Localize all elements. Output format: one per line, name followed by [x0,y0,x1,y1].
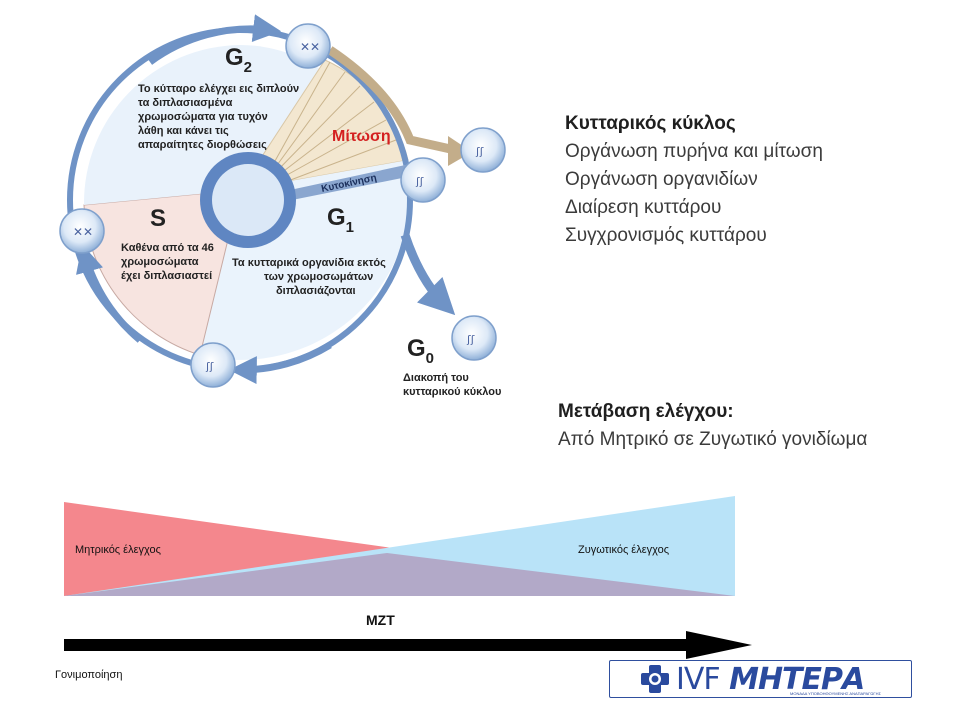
zygotic-triangle [64,496,735,596]
g2-label: G2 [225,44,252,76]
g2-desc: Το κύτταρο ελέγχει εις διπλούν τα διπλασ… [138,83,299,151]
timeline-arrow-head [686,631,752,659]
ring-arrow-bottom [228,342,332,385]
control-desc: Από Μητρικό σε Ζυγωτικό γονιδίωμα [558,429,868,450]
mzt-label: MZT [366,612,395,628]
g1-label: G1 [327,204,354,236]
svg-text:Καθένα από τα 46: Καθένα από τα 46 [121,242,214,254]
zygotic-control-label: Ζυγωτικός έλεγχος [578,544,669,556]
svg-text:ʃʃ: ʃʃ [466,333,475,346]
logo-text: IVF ΜΗΤΕΡΑ [676,662,865,697]
svg-text:ʃʃ: ʃʃ [415,175,424,188]
svg-text:Διακοπή του: Διακοπή του [403,372,469,384]
g0-label: G0 [407,335,434,367]
cell-g0: ʃʃ [451,315,497,361]
info-item: Οργάνωση οργανιδίων [565,169,758,190]
cell-right-mid: ʃʃ [400,157,446,203]
cell-cycle-info: Κυτταρικός κύκλος Οργάνωση πυρήνα και μί… [565,110,823,250]
center-cell-inner [212,164,284,236]
g0-arrow [400,233,456,316]
ring-arrow-top [147,14,282,65]
svg-text:απαραίτητες διορθώσεις: απαραίτητες διορθώσεις [138,139,267,151]
s-desc: Καθένα από τα 46 χρωμοσώματα έχει διπλασ… [121,242,214,282]
g2-left-sector [83,45,241,205]
info-item: Οργάνωση πυρήνα και μίτωση [565,141,823,162]
cell-cycle-diagram: ✕✕ ʃʃ ʃʃ ✕✕ ʃʃ ʃʃ G2 Το κύτταρο ελέγχει … [59,14,506,398]
mitosis-label: Μίτωση [332,128,391,145]
svg-text:✕✕: ✕✕ [300,40,320,54]
fertilization-label: Γονιμοποίηση [55,669,122,681]
control-title: Μετάβαση ελέγχου: [558,401,734,422]
overlap-region [64,553,735,596]
cytokinesis-band [290,164,412,200]
maternal-control-label: Μητρικός έλεγχος [75,544,161,556]
cell-cycle-title: Κυτταρικός κύκλος [565,113,736,134]
ivf-mitera-logo: IVF ΜΗΤΕΡΑ ΜΟΝΑΔΑ ΥΠΟΒΟΗΘΟΥΜΕΝΗΣ ΑΝΑΠΑΡΑ… [609,660,912,698]
cell-right-upper: ʃʃ [460,127,506,173]
svg-text:έχει διπλασιαστεί: έχει διπλασιαστεί [121,270,212,282]
svg-text:✕✕: ✕✕ [73,225,93,239]
g1-desc: Τα κυτταρικά οργανίδια εκτός των χρωμοσω… [232,257,386,297]
cell-left: ✕✕ [59,208,105,254]
ring-arrow-left [76,244,143,343]
timeline-arrow-shaft [64,639,694,651]
svg-text:διπλασιάζονται: διπλασιάζονται [276,285,356,297]
svg-text:ʃʃ: ʃʃ [205,360,214,373]
cell-bottom: ʃʃ [190,342,236,388]
s-label: S [150,205,166,232]
svg-text:τα διπλασιασμένα: τα διπλασιασμένα [138,97,233,109]
mitosis-arrow-head [448,136,472,166]
cell-top: ✕✕ [285,23,331,69]
svg-text:ʃʃ: ʃʃ [475,145,484,158]
svg-text:χρωμοσώματα: χρωμοσώματα [121,256,199,268]
medical-cross-icon [641,665,669,693]
svg-text:κυτταρικού κύκλου: κυτταρικού κύκλου [403,386,501,398]
info-item: Διαίρεση κυττάρου [565,197,722,218]
svg-text:χρωμοσώματα για τυχόν: χρωμοσώματα για τυχόν [138,111,268,123]
svg-text:λάθη και κάνει τις: λάθη και κάνει τις [138,125,229,137]
mitosis-arrow [327,46,456,155]
svg-text:Τα κυτταρικά οργανίδια εκτός: Τα κυτταρικά οργανίδια εκτός [232,257,386,269]
svg-text:των χρωμοσωμάτων: των χρωμοσωμάτων [264,271,373,283]
g0-desc: Διακοπή του κυτταρικού κύκλου [403,372,501,398]
svg-text:Το κύτταρο ελέγχει εις διπλούν: Το κύτταρο ελέγχει εις διπλούν [138,83,299,95]
mzt-diagram: Μητρικός έλεγχος Ζυγωτικός έλεγχος MZT Γ… [55,496,752,681]
logo-tagline: ΜΟΝΑΔΑ ΥΠΟΒΟΗΘΟΥΜΕΝΗΣ ΑΝΑΠΑΡΑΓΩΓΗΣ [790,691,881,696]
control-transition-info: Μετάβαση ελέγχου: Από Μητρικό σε Ζυγωτικ… [558,398,867,454]
info-item: Συγχρονισμός κυττάρου [565,225,767,246]
